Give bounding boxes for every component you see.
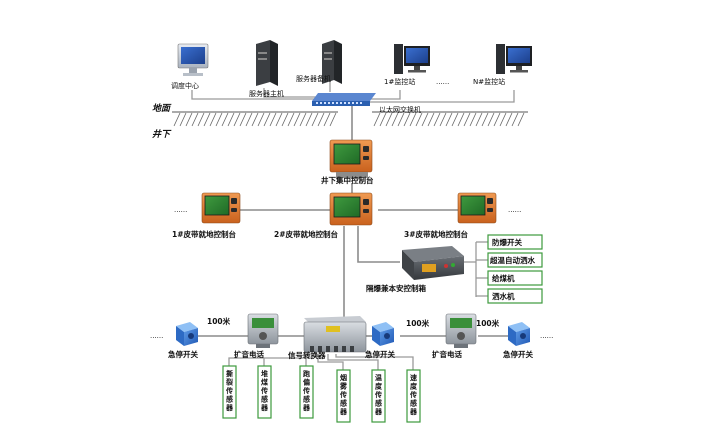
central-console-icon[interactable] xyxy=(329,139,373,178)
dispatch-monitor-icon[interactable] xyxy=(177,43,209,76)
safety-output-explosion-switch[interactable]: 防爆开关 xyxy=(487,234,543,250)
speaker-left-label: 扩音电话 xyxy=(234,349,264,359)
server-main-label: 服务器主机 xyxy=(249,89,284,98)
monitor-station-1-icon[interactable] xyxy=(394,44,430,74)
sensor-temperature[interactable]: 温度传感器 xyxy=(371,369,386,423)
sensor-tear[interactable]: 撕裂传感器 xyxy=(222,365,237,419)
belt-console-2-label: 2#皮带就地控制台 xyxy=(274,229,339,239)
safety-control-box-icon[interactable] xyxy=(402,246,464,280)
sensor-label: 速度传感器 xyxy=(409,373,418,416)
speaker-phone-right-icon[interactable] xyxy=(445,313,477,348)
output-label: 洒水机 xyxy=(492,291,515,301)
switch-label: 以太网交换机 xyxy=(379,105,421,114)
dispatch-label: 调度中心 xyxy=(171,81,199,90)
distance-label-2: 100米 xyxy=(406,318,430,328)
safety-output-sprinkler[interactable]: 洒水机 xyxy=(487,288,543,304)
output-label: 防爆开关 xyxy=(492,237,522,247)
belt-console-3-icon[interactable] xyxy=(457,192,497,224)
estop-left-label: 急停开关 xyxy=(168,349,198,359)
ground-divider xyxy=(172,111,528,127)
estop-right-icon[interactable] xyxy=(508,322,530,346)
safety-box-label: 隔爆兼本安控制箱 xyxy=(366,283,426,293)
belt-console-1-icon[interactable] xyxy=(201,192,241,224)
belt-console-2-icon[interactable] xyxy=(329,192,373,226)
server-backup-icon[interactable] xyxy=(322,40,342,84)
estop-mid-label: 急停开关 xyxy=(365,349,395,359)
sensor-label: 堆煤传感器 xyxy=(260,369,269,412)
field-left-ellipsis: ...... xyxy=(150,332,163,340)
server-backup-label: 服务器备机 xyxy=(296,74,331,83)
distance-label-1: 100米 xyxy=(207,316,231,326)
sensor-smoke[interactable]: 烟雾传感器 xyxy=(336,369,351,423)
signal-converter-icon[interactable] xyxy=(303,316,367,353)
monitor-station-n-label: N#监控站 xyxy=(473,77,505,86)
sensor-label: 温度传感器 xyxy=(374,373,383,416)
central-console-label: 井下集中控制台 xyxy=(321,175,374,185)
underground-zone-label: 井下 xyxy=(152,129,172,140)
output-label: 给煤机 xyxy=(492,273,515,283)
belt-console-3-label: 3#皮带就地控制台 xyxy=(404,229,469,239)
sensor-deviation[interactable]: 跑偏传感器 xyxy=(299,365,314,419)
converter-label: 信号转换器 xyxy=(288,350,326,360)
estop-left-icon[interactable] xyxy=(176,322,198,346)
sensor-label: 烟雾传感器 xyxy=(339,373,348,416)
field-right-ellipsis: ...... xyxy=(540,332,553,340)
estop-mid-icon[interactable] xyxy=(372,322,394,346)
speaker-right-label: 扩音电话 xyxy=(432,349,462,359)
belt-left-ellipsis: ...... xyxy=(174,206,187,214)
sensor-coal-pile[interactable]: 堆煤传感器 xyxy=(257,365,272,419)
distance-label-3: 100米 xyxy=(476,318,500,328)
sensor-label: 跑偏传感器 xyxy=(302,369,311,412)
network-wiring xyxy=(191,82,515,370)
estop-right-label: 急停开关 xyxy=(503,349,533,359)
safety-output-coal-feeder[interactable]: 给煤机 xyxy=(487,270,543,286)
sensor-label: 撕裂传感器 xyxy=(225,369,234,412)
monitor-station-1-label: 1#监控站 xyxy=(384,77,415,86)
safety-output-overtemp-sprinkler[interactable]: 超温自动洒水 xyxy=(487,252,543,268)
belt-console-1-label: 1#皮带就地控制台 xyxy=(172,229,237,239)
belt-right-ellipsis: ...... xyxy=(508,206,521,214)
sensor-speed[interactable]: 速度传感器 xyxy=(406,369,421,423)
surface-ellipsis: ...... xyxy=(436,78,449,86)
server-main-icon[interactable] xyxy=(256,40,278,86)
speaker-phone-left-icon[interactable] xyxy=(247,313,279,348)
output-label: 超温自动洒水 xyxy=(489,255,535,265)
surface-zone-label: 地面 xyxy=(152,103,172,114)
ethernet-switch-icon[interactable] xyxy=(312,93,376,106)
monitor-station-n-icon[interactable] xyxy=(496,44,532,74)
